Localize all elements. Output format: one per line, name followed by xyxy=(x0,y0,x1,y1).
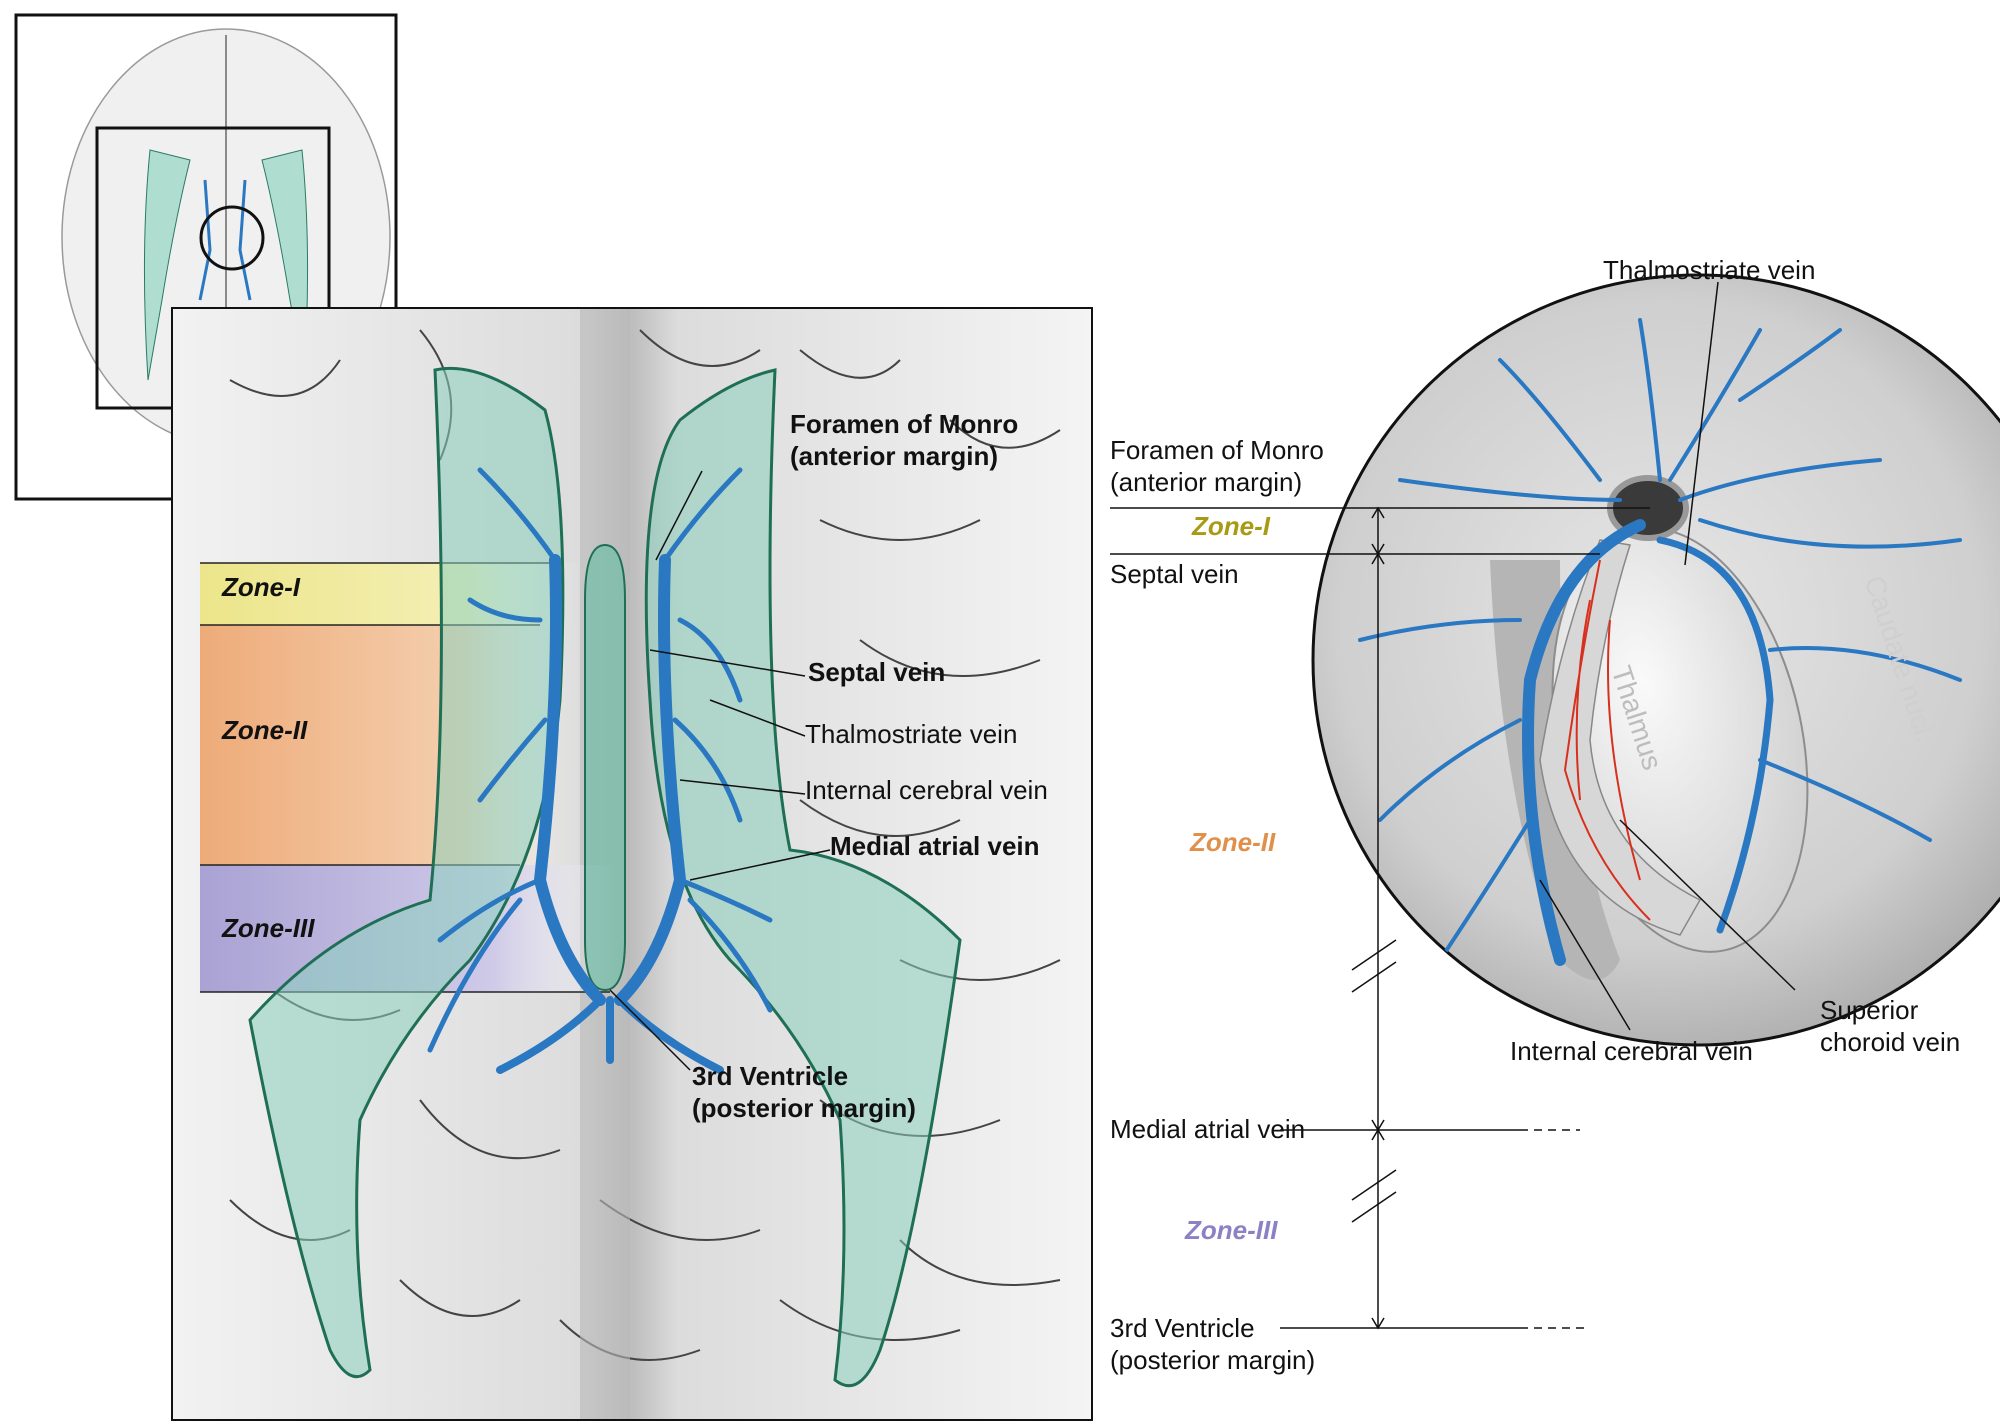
main-veins xyxy=(427,467,773,1074)
inset-left-ventricle xyxy=(143,149,191,381)
label-superior-choroid: Superior choroid vein xyxy=(1820,995,1961,1057)
thalmostriate-vein-r xyxy=(1656,536,1774,934)
leader-septal xyxy=(649,649,806,677)
label-medial-atrial-right: Medial atrial vein xyxy=(1110,1114,1306,1144)
label-foramen-monro-right: Foramen of Monro (anterior margin) xyxy=(1110,435,1324,497)
label-thalmostriate-left: Thalmostriate vein xyxy=(805,719,1018,749)
leader-internal-cerebral xyxy=(679,779,806,795)
main-panel xyxy=(171,307,1093,1421)
zone3-label-left: Zone-III xyxy=(222,913,315,943)
label-medial-atrial-left: Medial atrial vein xyxy=(830,831,1040,861)
circle-veins xyxy=(1358,318,1962,966)
zone3-label-right: Zone-III xyxy=(1185,1215,1278,1245)
label-septal-vein-left: Septal vein xyxy=(808,657,946,687)
inset-veins xyxy=(198,179,252,301)
label-internal-cerebral-right: Internal cerebral vein xyxy=(1510,1036,1753,1066)
right-lateral-ventricle xyxy=(644,368,962,1388)
endoscopic-view xyxy=(1110,273,2000,1047)
label-thalmostriate-right: Thalmostriate vein xyxy=(1603,255,1816,285)
leader-medial-atrial xyxy=(689,849,831,881)
label-foramen-monro-left: Foramen of Monro (anterior margin) xyxy=(790,409,1019,471)
internal-cerebral-vein-r xyxy=(1522,519,1646,966)
choroid-plexus xyxy=(1539,539,1702,936)
right-leader-lines xyxy=(1110,281,1796,1031)
leader-thalmostriate xyxy=(709,699,806,737)
main-panel-frame xyxy=(171,307,1093,1421)
leader-r-superior-choroid xyxy=(1619,819,1796,991)
leader-r-thalmostriate xyxy=(1684,281,1719,566)
label-third-ventricle-right: 3rd Ventricle (posterior margin) xyxy=(1110,1313,1316,1375)
label-third-ventricle-left: 3rd Ventricle (posterior margin) xyxy=(692,1061,916,1123)
leader-foramen xyxy=(655,470,703,561)
zone2-label-right: Zone-II xyxy=(1190,827,1276,857)
left-internal-cerebral-vein xyxy=(533,554,606,1006)
leader-third-ventricle xyxy=(609,989,691,1071)
third-ventricle xyxy=(584,543,626,992)
choroid-vessels xyxy=(1563,559,1651,921)
zone2-label-left: Zone-II xyxy=(222,715,308,745)
zone1-label-left: Zone-I xyxy=(222,572,300,602)
zone-scale xyxy=(1280,506,1590,1330)
leader-r-internal-cerebral xyxy=(1539,879,1631,1031)
label-internal-cerebral-left: Internal cerebral vein xyxy=(805,775,1048,805)
zone1-label-right: Zone-I xyxy=(1192,511,1270,541)
label-septal-vein-right: Septal vein xyxy=(1110,559,1239,589)
left-leader-lines xyxy=(609,470,831,1071)
right-internal-cerebral-vein xyxy=(614,554,687,1006)
inset-focus-circle xyxy=(199,205,265,271)
left-lateral-ventricle xyxy=(248,366,565,1379)
